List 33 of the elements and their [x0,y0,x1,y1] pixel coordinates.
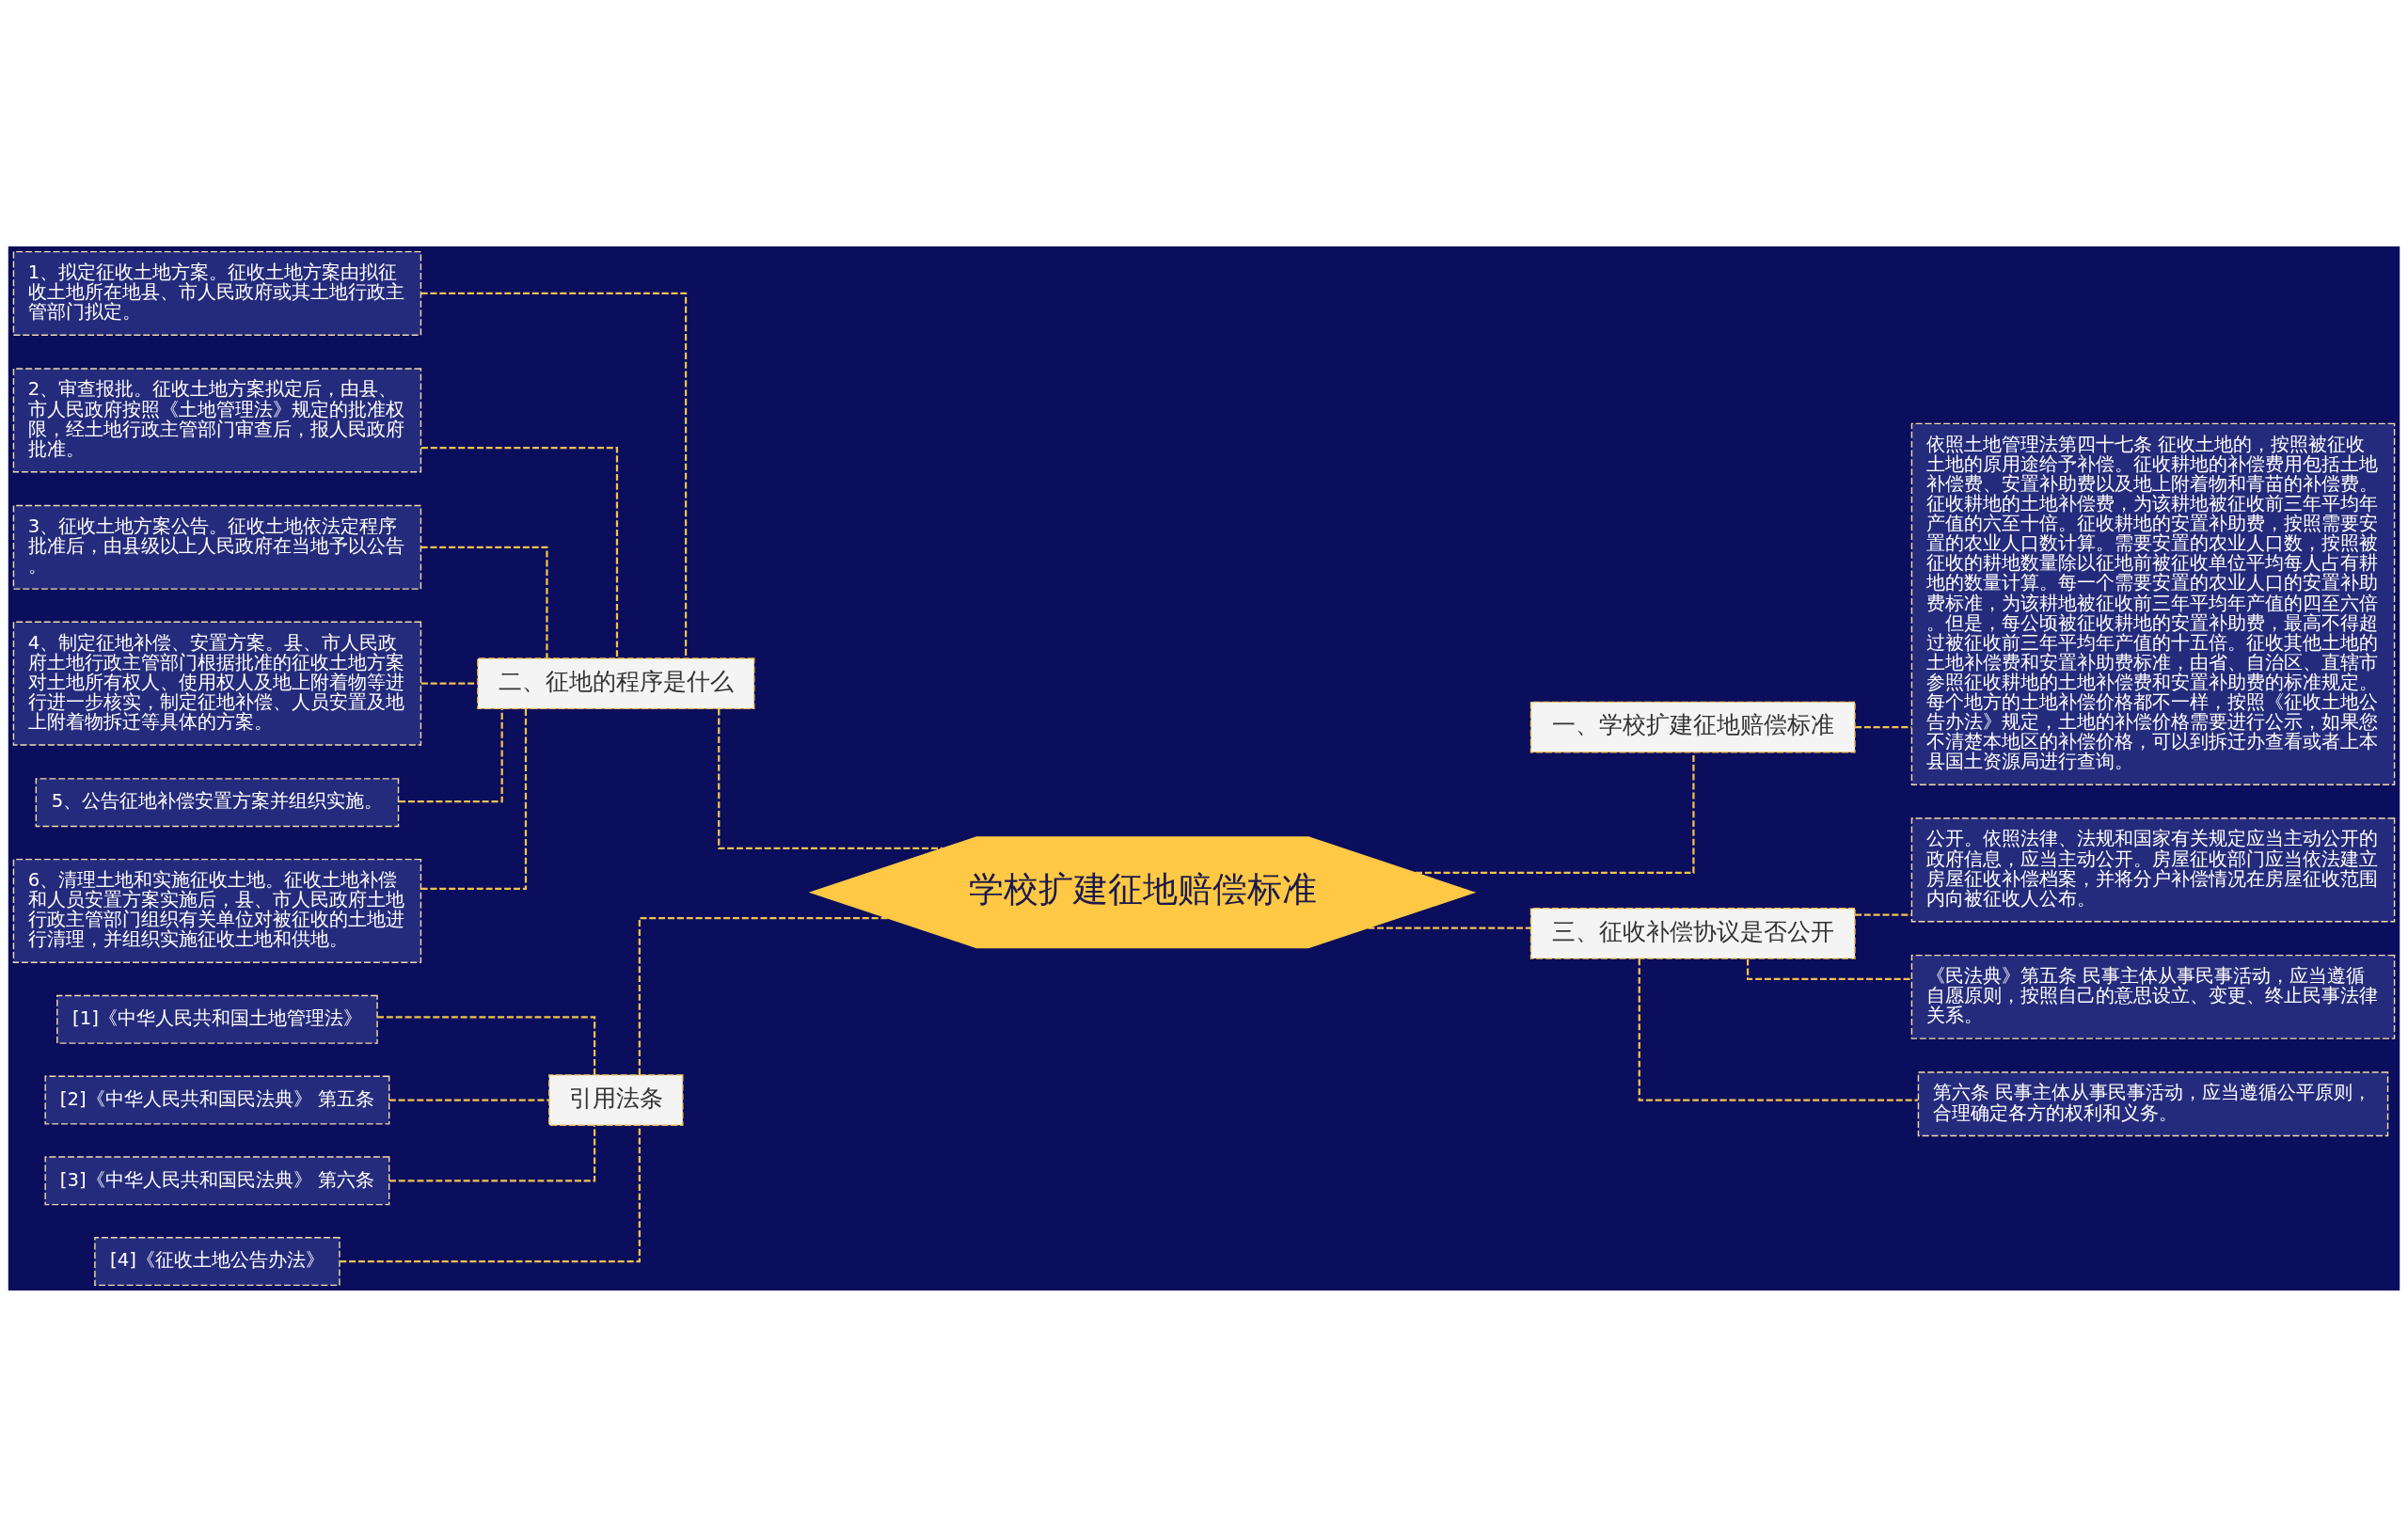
node-box: [1]《中华人民共和国土地管理法》 [56,994,378,1044]
connector [420,707,528,890]
node-box: 依照土地管理法第四十七条 征收土地的，按照被征收土地的原用途给予补偿。征收耕地的补偿费用包括土地补偿费、安置补助费以及地上附着物和青苗的补偿费。征收耕地的土地补偿费，为该耕地被征收前三年平均年产值的六至十倍。征收耕地的安置补助费，按照需要安置的农业人口数计算。需要安置的农业人口数，按照被征收的耕地数量除以征地前被征收单位平均每人占有耕地的数量计算。每一个需要安置的农业人口的安置补助费标准，为该耕地被征收前三年平均年产值的四至六倍。但是，每公顷被征收耕地的安置补助费，最高不得超过被征收前三年平均年产值的十五倍。征收其他土地的土地补偿费和安置补助费标准，由省、自治区、直辖市参照征收耕地的土地补偿费和安置补助费的标准规定。每个地方的土地补偿价格都不一样，按照《征收土地公告办法》规定，土地的补偿价格需要进行公示，如果您不清楚本地区的补偿价格，可以到拆迁办查看或者上本县国土资源局进行查询。 [1910,422,2396,785]
node-box: [4]《征收土地公告办法》 [94,1236,341,1286]
node-box: 3、征收土地方案公告。征收土地依法定程序批准后，由县级以上人民政府在当地予以公告。 [12,504,422,590]
node-box: 2、审查报批。征收土地方案拟定后，由县、市人民政府按照《土地管理法》规定的批准权限，经土地行政主管部门审查后，报人民政府批准。 [12,367,422,472]
node-box: 公开。依照法律、法规和国家有关规定应当主动公开的政府信息，应当主动公开。房屋征收部门应当依法建立房屋征收补偿档案，并将分户补偿情况在房屋征收范围内向被征收人公布。 [1910,816,2396,922]
connector [638,916,888,1075]
node-box: 一、学校扩建征地赔偿标准 [1529,701,1856,752]
node-box: 三、征收补偿协议是否公开 [1529,907,1856,959]
connector [1368,926,1531,929]
connector [420,446,619,658]
node-box: 二、征地的程序是什么 [477,657,755,709]
node-box: [2]《中华人民共和国民法典》 第五条 [44,1075,390,1125]
connector [398,708,503,802]
connector [340,1124,641,1262]
node-box: 《民法典》第五条 民事主体从事民事活动，应当遵循自愿原则，按照自己的意思设立、变更、终止民事法律关系。 [1910,954,2396,1039]
node-box: 引用法条 [548,1073,684,1126]
node-box: 5、公告征地补偿安置方案并组织实施。 [35,777,400,827]
connector [377,1015,596,1075]
connector [718,708,943,849]
connector [388,1125,596,1181]
connector [420,546,548,657]
node-box: [3]《中华人民共和国民法典》 第六条 [44,1155,390,1205]
node-box: 第六条 民事主体从事民事活动，应当遵循公平原则，合理确定各方的权利和义务。 [1917,1070,2389,1136]
node-box: 4、制定征地补偿、安置方案。县、市人民政府土地行政主管部门根据批准的征收土地方案对土地所有权人、使用权人及地上附着物等进行进一步核实，制定征地补偿、人员安置及地上附着物拆迁等具体的方案。 [12,621,422,746]
connector [1855,725,1912,728]
connector [420,292,688,657]
connector [1855,913,1912,916]
node-box: 1、拟定征收土地方案。征收土地方案由拟征收土地所在地县、市人民政府或其土地行政主管部门拟定。 [12,250,422,336]
connector [1638,958,1919,1101]
connector [388,1098,549,1101]
node-box: 6、清理土地和实施征收土地。征收土地补偿和人员安置方案实施后，县、市人民政府土地行政主管部门组织有关单位对被征收的土地进行清理，并组织实施征收土地和供地。 [12,858,422,963]
